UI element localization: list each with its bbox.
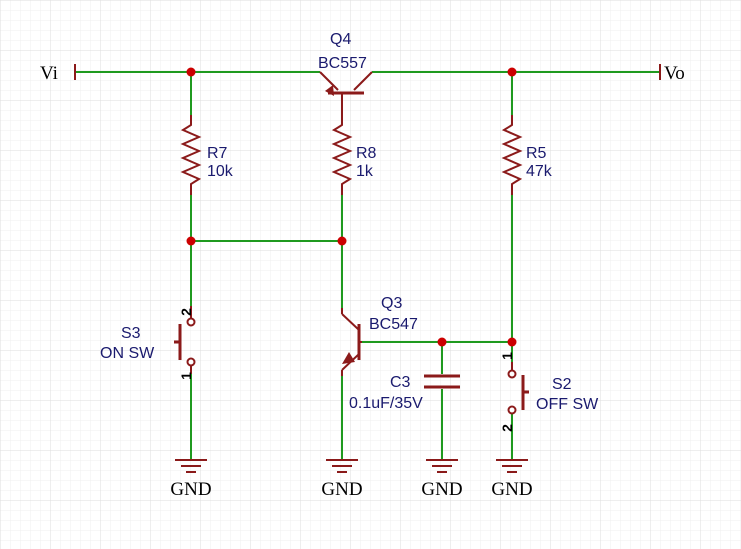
q4-emitter-arrow-icon — [325, 85, 334, 96]
r7-ref-label: R7 — [207, 145, 228, 162]
net-label-gnd: GND — [421, 479, 462, 500]
ground-icon — [326, 459, 358, 473]
junction-dot — [437, 337, 447, 347]
r8-value-label: 1k — [356, 163, 374, 180]
wires — [75, 71, 660, 460]
junction-dot — [507, 67, 517, 77]
r8-ref-label: R8 — [356, 145, 377, 162]
transistor-q4 — [319, 71, 373, 115]
r7-value-label: 10k — [207, 163, 234, 180]
q3-value-label: BC547 — [369, 316, 418, 333]
s2-pin-top: 1 — [499, 352, 515, 360]
net-label-vo: Vo — [664, 63, 685, 84]
q3-ref-label: Q3 — [381, 295, 402, 312]
r5-ref-label: R5 — [526, 145, 547, 162]
q4-ref-label: Q4 — [330, 31, 351, 48]
r5-value-label: 47k — [526, 163, 553, 180]
net-label-vi: Vi — [40, 63, 58, 84]
q3-emitter-arrow-icon — [342, 352, 355, 364]
switch-s3 — [174, 306, 196, 374]
s3-pin-top: 2 — [178, 308, 194, 316]
transistor-q3 — [341, 308, 362, 376]
net-label-gnd: GND — [170, 479, 211, 500]
net-label-gnd: GND — [491, 479, 532, 500]
junction-dot — [186, 67, 196, 77]
s3-ref-label: S3 — [121, 325, 141, 342]
s2-pin-bottom: 2 — [499, 424, 515, 432]
s3-value-label: ON SW — [100, 345, 155, 362]
net-label-gnd: GND — [321, 479, 362, 500]
q4-value-label: BC557 — [318, 55, 367, 72]
junctions — [186, 67, 517, 347]
resistor-r5 — [501, 115, 523, 195]
junction-dot — [337, 236, 347, 246]
c3-value-label: 0.1uF/35V — [349, 395, 423, 412]
resistor-r8 — [331, 115, 353, 195]
ground-icon — [426, 459, 458, 473]
ground-icon — [496, 459, 528, 473]
switch-s2 — [507, 362, 529, 415]
c3-ref-label: C3 — [390, 374, 411, 391]
junction-dot — [186, 236, 196, 246]
s2-ref-label: S2 — [552, 376, 572, 393]
junction-dot — [507, 337, 517, 347]
s3-pin-bottom: 1 — [178, 372, 194, 380]
s2-value-label: OFF SW — [536, 396, 599, 413]
ground-icon — [175, 459, 207, 473]
capacitor-c3 — [424, 374, 460, 389]
resistor-r7 — [180, 115, 202, 195]
